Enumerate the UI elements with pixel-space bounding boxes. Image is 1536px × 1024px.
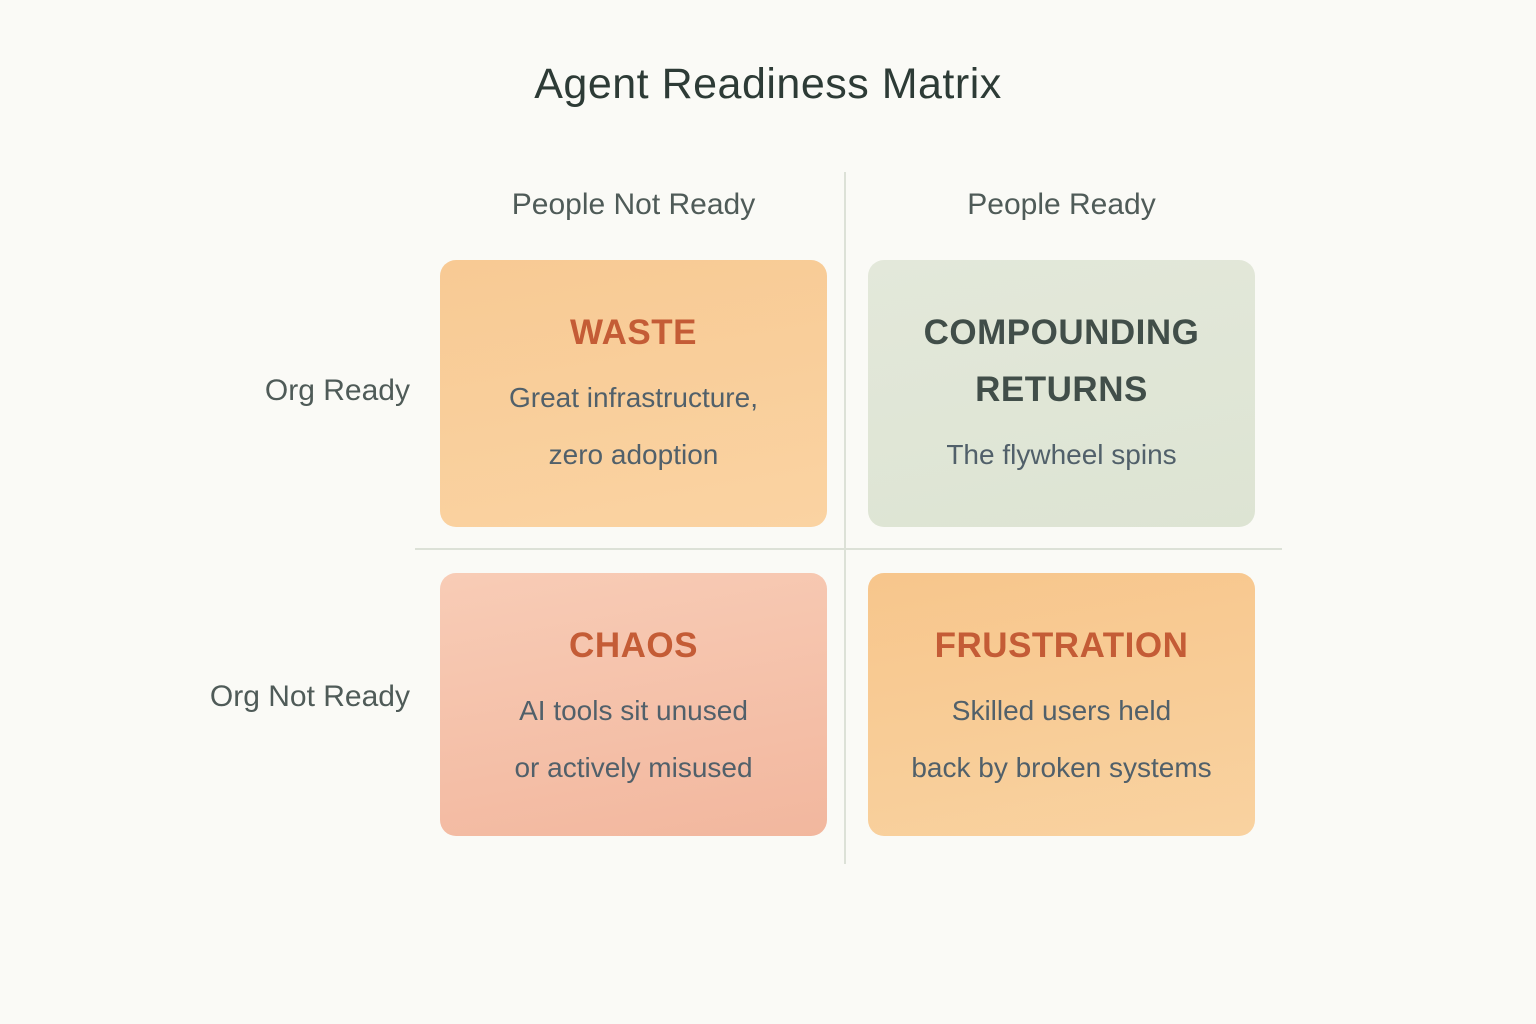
horizontal-axis-divider [415, 548, 1282, 550]
row-label-org-not-ready: Org Not Ready [209, 680, 410, 713]
column-header-people-ready: People Ready [967, 188, 1156, 221]
quadrant-compounding-returns-line-1: The flywheel spins [946, 439, 1177, 470]
quadrant-frustration: FRUSTRATION Skilled users held back by b… [868, 573, 1255, 836]
quadrant-frustration-line-2: back by broken systems [911, 752, 1212, 783]
quadrant-compounding-returns: COMPOUNDING RETURNS The flywheel spins [868, 260, 1255, 527]
quadrant-compounding-returns-body: The flywheel spins [888, 426, 1235, 483]
quadrant-frustration-heading: FRUSTRATION [934, 626, 1189, 665]
quadrant-compounding-returns-heading: COMPOUNDING RETURNS [923, 313, 1200, 409]
quadrant-waste-line-1: Great infrastructure, [509, 382, 758, 413]
quadrant-chaos-line-2: or actively misused [514, 752, 753, 783]
quadrant-waste-line-2: zero adoption [548, 439, 719, 470]
quadrant-frustration-body: Skilled users held back by broken system… [888, 682, 1235, 796]
page-title: Agent Readiness Matrix [534, 60, 1002, 108]
quadrant-chaos-line-1: AI tools sit unused [519, 695, 748, 726]
quadrant-waste-heading: WASTE [570, 313, 697, 352]
quadrant-chaos-heading: CHAOS [569, 626, 698, 665]
quadrant-waste-body: Great infrastructure, zero adoption [460, 369, 807, 483]
quadrant-waste: WASTE Great infrastructure, zero adoptio… [440, 260, 827, 527]
quadrant-frustration-line-1: Skilled users held [951, 695, 1172, 726]
vertical-axis-divider [844, 172, 846, 864]
row-label-org-ready: Org Ready [264, 374, 410, 407]
quadrant-chaos: CHAOS AI tools sit unused or actively mi… [440, 573, 827, 836]
quadrant-chaos-body: AI tools sit unused or actively misused [460, 682, 807, 796]
column-header-people-not-ready: People Not Ready [511, 188, 756, 221]
